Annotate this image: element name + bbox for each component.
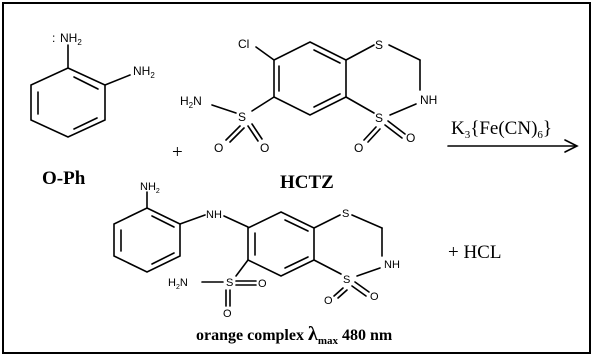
- product-bz-double-1: [284, 219, 309, 232]
- hctz-bond-so2nh2: [251, 96, 275, 112]
- plus-sign: +: [172, 142, 183, 163]
- product-h2n: H2N: [168, 277, 188, 291]
- product-bond-nh-right: [223, 215, 249, 228]
- hctz-so-bond-l1: [363, 126, 377, 141]
- product-aminophenyl-ring: [113, 207, 181, 273]
- hctz-benzene-ring: [273, 41, 347, 116]
- product-structure: NH2 N H S NH S O O S H2N O O: [113, 181, 400, 320]
- hctz-cl: Cl: [238, 37, 249, 51]
- product-so-r1: [351, 285, 367, 297]
- product-bridge-n: N: [206, 209, 214, 221]
- product-bond-nh-so2: [356, 267, 381, 277]
- hctz-so-bond-l2: [367, 128, 381, 143]
- hctz-s-lower: S: [375, 111, 383, 125]
- product-ap-double-3: [151, 252, 175, 265]
- product-so-l2: [337, 289, 348, 299]
- hctz-s-o-right-2: [251, 123, 263, 140]
- oph-nh2-top: NH2: [60, 31, 82, 47]
- hctz-double-bond-3: [313, 93, 341, 108]
- product-o-right: O: [370, 291, 379, 303]
- hctz-sulfonamide-s: S: [238, 110, 246, 124]
- reaction-arrow: [447, 139, 579, 153]
- product-o-bottom: O: [324, 295, 333, 307]
- product-so-l1: [333, 287, 344, 297]
- product-nh2: NH2: [140, 181, 160, 195]
- hctz-s-o-left-2: [229, 127, 245, 143]
- arrow-head: [564, 139, 579, 153]
- complex-caption: orange complex λmax 480 nm: [196, 323, 393, 347]
- product-bond-s-ch2: [351, 214, 383, 229]
- product-ap-double-2: [151, 215, 175, 228]
- plus-hcl: + HCL: [448, 242, 501, 263]
- hctz-bond-s-nh2: [211, 104, 237, 114]
- hctz-h2n: H2N: [180, 94, 202, 110]
- hctz-bond-nh-so2: [389, 103, 417, 116]
- hctz-o-mid: O: [260, 141, 269, 155]
- product-bond-so2-ring: [313, 259, 342, 275]
- product-bond-ring-s: [313, 214, 341, 229]
- product-so-r2: [354, 281, 370, 293]
- hctz-label: HCTZ: [280, 172, 334, 193]
- hctz-o-bottom: O: [354, 141, 363, 155]
- product-benzo-ring: [247, 211, 315, 277]
- product-nh: NH: [384, 259, 400, 271]
- product-bond-nh-left: [179, 214, 206, 225]
- reagent-label: K3{Fe(CN)6}: [451, 118, 552, 141]
- oph-label: O-Ph: [42, 168, 86, 189]
- figure-frame: [2, 2, 591, 354]
- hctz-s-o-left-1: [225, 125, 241, 141]
- oph-structure: : NH2 NH2: [30, 31, 155, 138]
- hctz-s-o-right-1: [247, 125, 259, 142]
- hctz-bond-cl: [255, 46, 275, 61]
- product-bz-double-3: [284, 256, 309, 269]
- oph-double-bond-2: [73, 117, 98, 130]
- hctz-bond-s-ch2: [388, 44, 421, 61]
- hctz-structure: S NH S O O Cl S H2N O O: [180, 37, 437, 155]
- oph-nh2-right: NH2: [133, 64, 155, 80]
- hctz-o-right: O: [406, 131, 415, 145]
- hctz-double-bond-2: [313, 49, 341, 64]
- oph-bond-nh2-right: [104, 74, 131, 86]
- hctz-so-bond-r1: [384, 124, 403, 139]
- hctz-o-left: O: [214, 141, 223, 155]
- product-sulfonamide-s: S: [226, 277, 233, 289]
- hctz-s-top: S: [375, 38, 383, 52]
- oph-lonepair: :: [52, 31, 55, 45]
- product-o-down: O: [223, 308, 232, 320]
- product-o-right-side: O: [258, 278, 267, 290]
- product-bond-so2nh2: [235, 259, 249, 277]
- hctz-nh: NH: [420, 93, 437, 107]
- hctz-so-bond-r2: [387, 120, 406, 135]
- product-bridge-h: H: [214, 209, 222, 221]
- oph-double-bond-1: [73, 76, 99, 90]
- hctz-bond-ring-s: [345, 44, 375, 61]
- hctz-bond-so2-ring: [345, 96, 375, 114]
- oph-ring: [30, 67, 106, 138]
- product-s-lower: S: [343, 274, 350, 286]
- product-s-top: S: [342, 208, 349, 220]
